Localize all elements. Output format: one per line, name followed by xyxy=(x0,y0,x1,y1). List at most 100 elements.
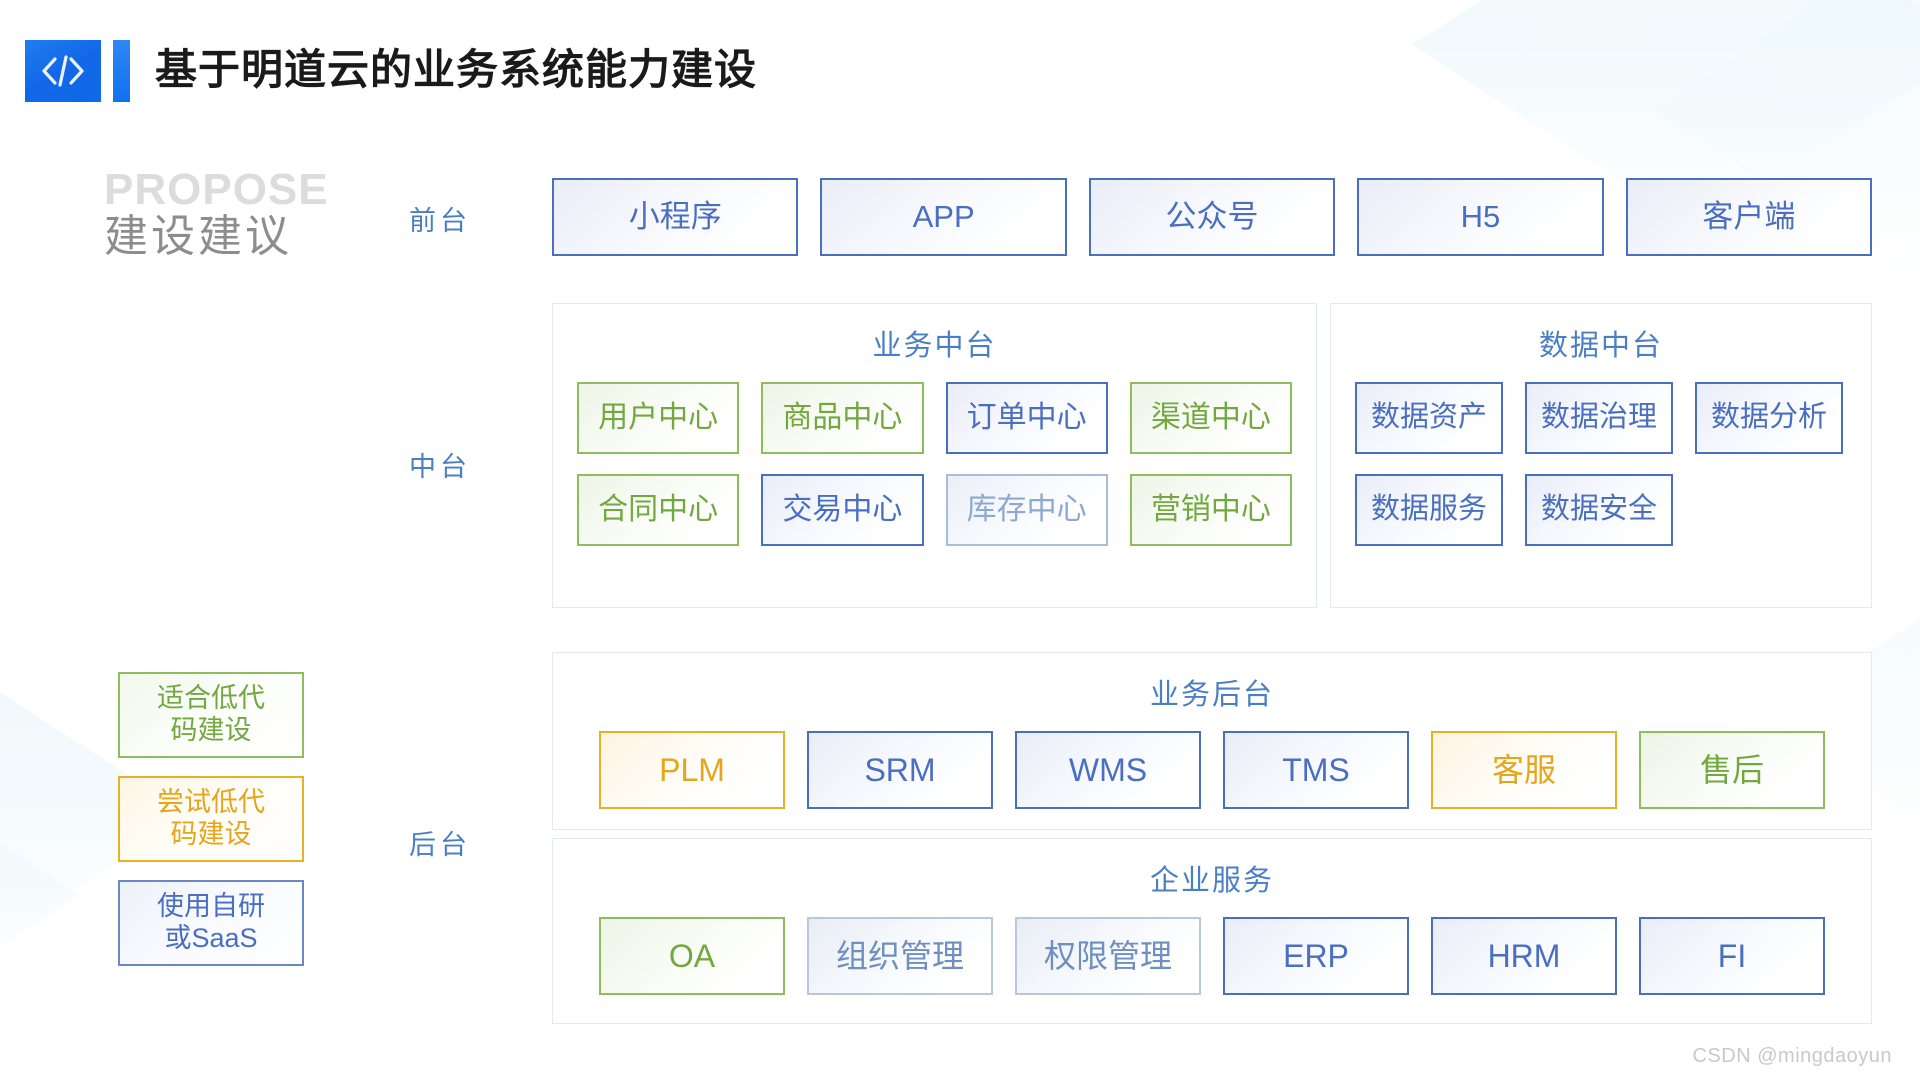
panel-title: 企业服务 xyxy=(1149,865,1274,897)
panel-title: 数据中台 xyxy=(1538,330,1663,362)
box-label: 库存中心 xyxy=(966,492,1087,526)
box-label: 订单中心 xyxy=(966,400,1087,434)
box-label: H5 xyxy=(1460,199,1501,235)
box-label: TMS xyxy=(1282,751,1350,788)
business-backend-item[interactable]: 客服 xyxy=(1431,731,1617,809)
panel-row: OA 组织管理 权限管理 ERP HRM FI xyxy=(577,917,1847,995)
page-title: 基于明道云的业务系统能力建设 xyxy=(155,46,758,93)
watermark: CSDN @mingdaoyun xyxy=(1692,1045,1892,1067)
business-backend-item[interactable]: TMS xyxy=(1223,731,1409,809)
box-label: 数据安全 xyxy=(1540,493,1657,526)
data-platform-panel: 数据中台 数据资产 数据治理 数据分析 数据服务 数据安全 xyxy=(1330,303,1872,608)
enterprise-service-item[interactable]: FI xyxy=(1639,917,1825,995)
business-platform-item[interactable]: 渠道中心 xyxy=(1129,382,1292,454)
box-label: 数据治理 xyxy=(1540,401,1657,434)
legend-item[interactable]: 使用自研 或SaaS xyxy=(118,880,304,966)
box-label: 商品中心 xyxy=(782,400,903,434)
panel-body: OA 组织管理 权限管理 ERP HRM FI xyxy=(553,899,1871,1017)
tier-label-front: 前台 xyxy=(409,206,471,236)
legend-label-line1: 适合低代 xyxy=(157,683,265,714)
business-backend-item[interactable]: SRM xyxy=(807,731,993,809)
enterprise-service-item[interactable]: ERP xyxy=(1223,917,1409,995)
section-caption: PROPOSE 建设建议 xyxy=(104,168,364,260)
panel-row: 用户中心 商品中心 订单中心 渠道中心 xyxy=(577,382,1292,454)
box-label: OA xyxy=(668,937,716,974)
box-label: 小程序 xyxy=(628,199,722,235)
enterprise-service-item[interactable]: HRM xyxy=(1431,917,1617,995)
enterprise-service-item[interactable]: OA xyxy=(599,917,785,995)
panel-title: 业务后台 xyxy=(1149,679,1274,711)
front-tier-item[interactable]: 小程序 xyxy=(552,178,799,256)
legend: 适合低代 码建设 尝试低代 码建设 使用自研 或SaaS xyxy=(118,672,304,984)
legend-label-line1: 尝试低代 xyxy=(157,787,265,818)
box-label: ERP xyxy=(1283,937,1349,974)
panel-body: PLM SRM WMS TMS 客服 售后 xyxy=(553,713,1871,831)
box-label: 客服 xyxy=(1491,751,1556,788)
business-backend-panel: 业务后台 PLM SRM WMS TMS 客服 售后 xyxy=(552,652,1872,830)
box-label: 组织管理 xyxy=(835,937,964,974)
legend-label-line2: 码建设 xyxy=(170,715,252,745)
box-label: WMS xyxy=(1068,751,1148,788)
box-label: 合同中心 xyxy=(598,492,719,526)
panel-row: 合同中心 交易中心 库存中心 营销中心 xyxy=(577,474,1292,546)
panel-body: 数据资产 数据治理 数据分析 数据服务 数据安全 xyxy=(1331,364,1871,568)
box-label: PLM xyxy=(659,751,725,788)
business-backend-item[interactable]: PLM xyxy=(599,731,785,809)
front-tier-row: 小程序 APP 公众号 H5 客户端 xyxy=(552,178,1873,256)
data-platform-item[interactable]: 数据安全 xyxy=(1525,474,1673,546)
box-label: APP xyxy=(912,199,975,235)
box-label: 权限管理 xyxy=(1043,937,1172,974)
front-tier-item[interactable]: 客户端 xyxy=(1625,178,1873,256)
box-label: SRM xyxy=(864,751,936,788)
enterprise-service-panel: 企业服务 OA 组织管理 权限管理 ERP HRM FI xyxy=(552,838,1872,1024)
business-backend-item[interactable]: WMS xyxy=(1015,731,1201,809)
box-label: 交易中心 xyxy=(782,492,903,526)
box-label: 数据服务 xyxy=(1370,493,1487,526)
tier-label-middle: 中台 xyxy=(409,452,471,482)
tier-label-back: 后台 xyxy=(409,830,471,860)
enterprise-service-item[interactable]: 权限管理 xyxy=(1015,917,1201,995)
panel-row: 数据资产 数据治理 数据分析 xyxy=(1355,382,1847,454)
data-platform-item[interactable]: 数据服务 xyxy=(1355,474,1503,546)
legend-label-line1: 使用自研 xyxy=(157,891,265,922)
title-accent-bar xyxy=(113,40,130,102)
business-platform-item[interactable]: 营销中心 xyxy=(1129,474,1292,546)
panel-title: 业务中台 xyxy=(872,330,997,362)
business-platform-item[interactable]: 订单中心 xyxy=(945,382,1108,454)
data-platform-item[interactable]: 数据分析 xyxy=(1695,382,1843,454)
panel-row: 数据服务 数据安全 xyxy=(1355,474,1847,546)
box-label: FI xyxy=(1717,937,1747,974)
code-brackets-icon xyxy=(25,40,101,102)
box-label: 客户端 xyxy=(1702,199,1796,235)
front-tier-item[interactable]: 公众号 xyxy=(1088,178,1336,256)
legend-item[interactable]: 适合低代 码建设 xyxy=(118,672,304,758)
business-platform-item[interactable]: 交易中心 xyxy=(761,474,924,546)
business-platform-panel: 业务中台 用户中心 商品中心 订单中心 渠道中心 合同中心 交易中心 库存中心 xyxy=(552,303,1317,608)
box-label: 售后 xyxy=(1699,751,1764,788)
box-label: 渠道中心 xyxy=(1150,400,1271,434)
legend-item[interactable]: 尝试低代 码建设 xyxy=(118,776,304,862)
business-platform-item[interactable]: 商品中心 xyxy=(761,382,924,454)
data-platform-item[interactable]: 数据资产 xyxy=(1355,382,1503,454)
front-tier-item[interactable]: H5 xyxy=(1357,178,1604,256)
panel-row: PLM SRM WMS TMS 客服 售后 xyxy=(577,731,1847,809)
front-tier-item[interactable]: APP xyxy=(820,178,1067,256)
data-platform-item[interactable]: 数据治理 xyxy=(1525,382,1673,454)
box-label: HRM xyxy=(1487,937,1561,974)
enterprise-service-item[interactable]: 组织管理 xyxy=(807,917,993,995)
box-label: 营销中心 xyxy=(1150,492,1271,526)
business-backend-item[interactable]: 售后 xyxy=(1639,731,1825,809)
business-platform-item[interactable]: 库存中心 xyxy=(945,474,1108,546)
business-platform-item[interactable]: 用户中心 xyxy=(577,382,740,454)
background-diamond-decoration xyxy=(0,778,81,1012)
panel-body: 用户中心 商品中心 订单中心 渠道中心 合同中心 交易中心 库存中心 营销中心 xyxy=(553,364,1316,568)
box-label: 数据分析 xyxy=(1710,401,1827,434)
box-label: 公众号 xyxy=(1165,199,1259,235)
legend-label-line2: 或SaaS xyxy=(164,923,258,953)
business-platform-item[interactable]: 合同中心 xyxy=(577,474,740,546)
caption-english: PROPOSE xyxy=(104,165,329,214)
box-label: 数据资产 xyxy=(1370,401,1487,434)
legend-label-line2: 码建设 xyxy=(170,819,252,849)
slide-header: 基于明道云的业务系统能力建设 xyxy=(0,0,1920,130)
